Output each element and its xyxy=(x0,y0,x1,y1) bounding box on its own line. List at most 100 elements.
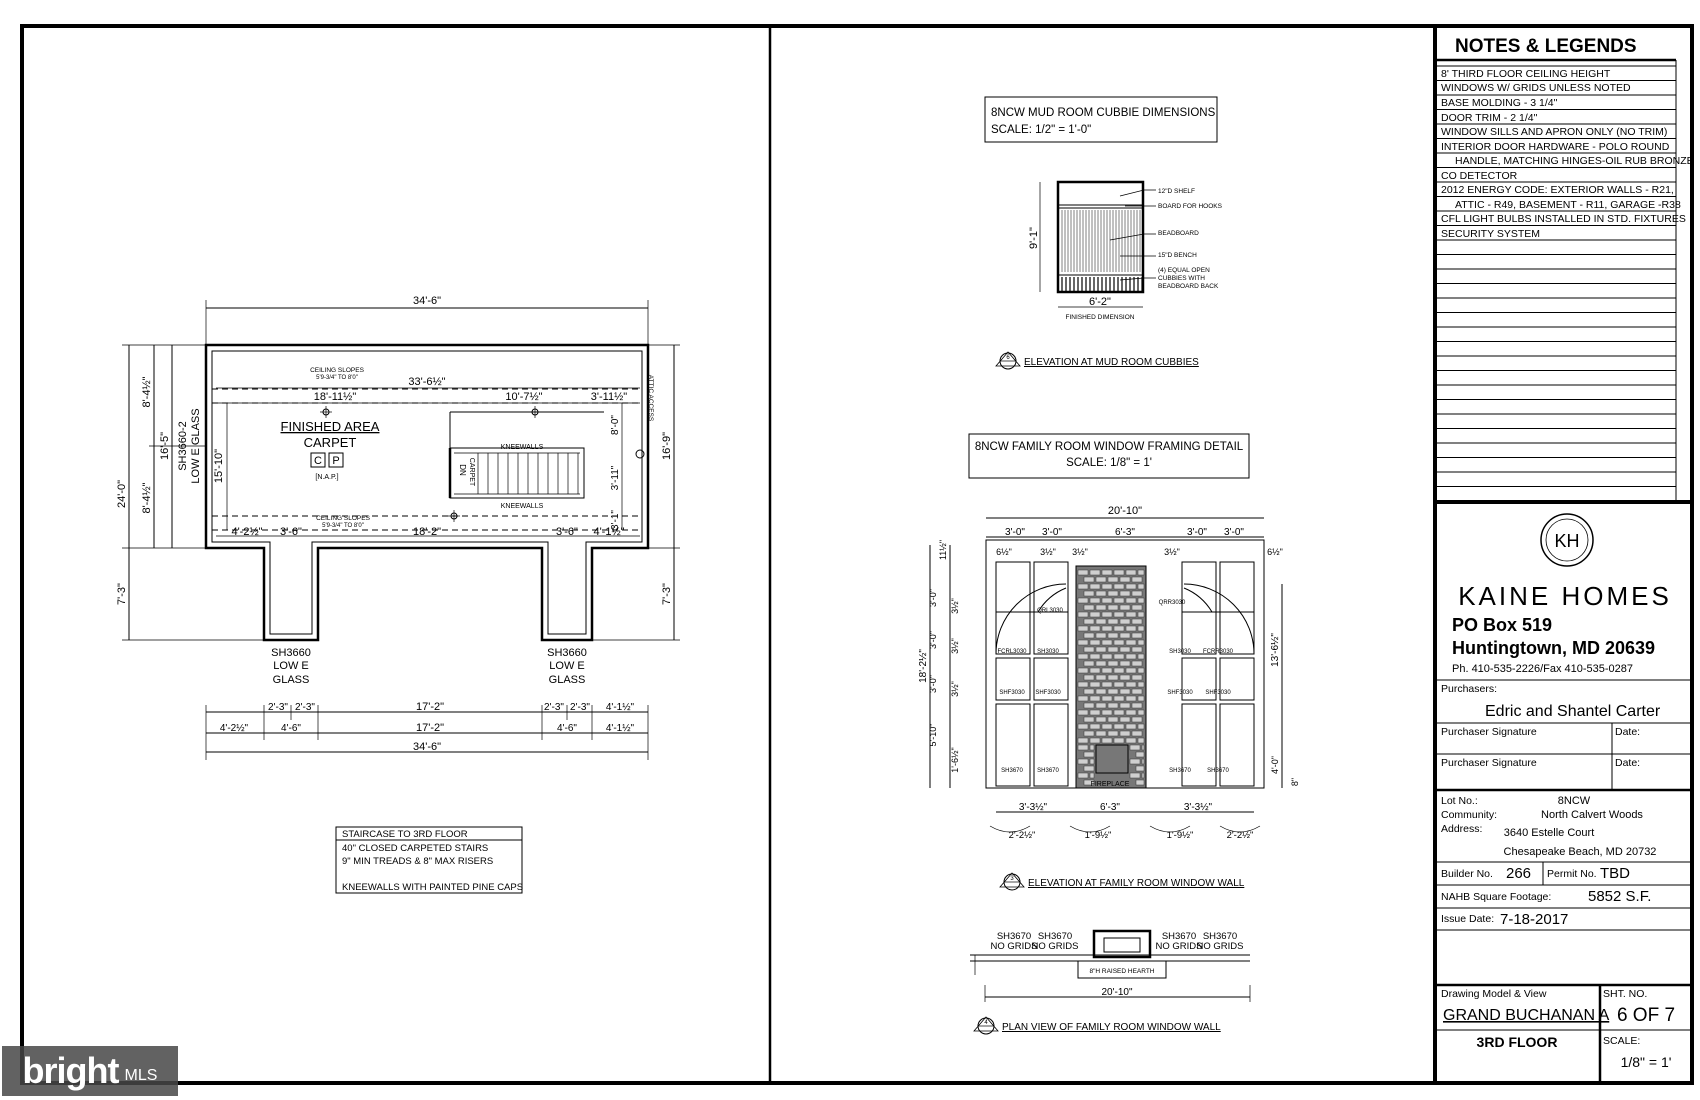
family-top-dim: 3'-0" xyxy=(1224,527,1244,538)
dim-e: 4'-1½" xyxy=(606,723,635,734)
lot-label: Lot No.: xyxy=(1441,795,1478,807)
family-sub-dim: 3½" xyxy=(1072,547,1088,557)
notes-title: NOTES & LEGENDS xyxy=(1455,36,1637,57)
dim-a: 18'-11½" xyxy=(314,391,357,403)
family-left-dim: 11½" xyxy=(938,540,948,560)
family-sub-dim: 3½" xyxy=(1164,547,1180,557)
note-item: WINDOW SILLS AND APRON ONLY (NO TRIM) xyxy=(1441,126,1667,138)
family-left-dim: 3½" xyxy=(950,598,960,614)
family-left-dim: 3½" xyxy=(950,638,960,654)
dim-e: 4'-6" xyxy=(281,723,301,734)
family-room-title: 8NCW FAMILY ROOM WINDOW FRAMING DETAIL xyxy=(975,441,1244,453)
nahb-value: 5852 S.F. xyxy=(1588,888,1651,905)
dim-b1: 4'-2½" xyxy=(231,526,262,538)
plan-window-label: SH3670 xyxy=(1203,931,1237,942)
dim-b2: 3'-6" xyxy=(280,526,302,538)
window-sh-label: SH3660 xyxy=(271,647,311,659)
plan-window-label: SH3670 xyxy=(1162,931,1196,942)
drawing-model-label: Drawing Model & View xyxy=(1441,988,1547,1000)
family-left-height: 18'-2½" xyxy=(918,649,929,683)
window-label: FCRL3030 xyxy=(997,649,1027,655)
builder-value: 266 xyxy=(1506,865,1531,882)
window-sh-label: GLASS xyxy=(549,674,586,686)
notes-legends: NOTES & LEGENDS 8' THIRD FLOOR CEILING H… xyxy=(1435,36,1694,500)
cubbie-elevation xyxy=(1056,180,1145,294)
family-left-dim: 3½" xyxy=(950,681,960,697)
family-left-dim: 3'-0" xyxy=(928,675,938,693)
firebox-label: FIREPLACE xyxy=(1091,781,1130,788)
family-overall-dim: 20'-10" xyxy=(1108,505,1142,517)
window-label: QRL3030 xyxy=(1037,608,1063,614)
dim-3-11: 3'-11" xyxy=(610,465,621,490)
window-label: SHF3030 xyxy=(999,690,1025,696)
window-left-label: LOW E GLASS xyxy=(190,408,202,483)
window-label: SH3670 xyxy=(1037,768,1059,774)
family-bottom-dim2: 2'-2½" xyxy=(1009,830,1036,841)
window-sh-label: LOW E xyxy=(549,660,584,672)
dim-7-3: 7'-3" xyxy=(116,583,128,605)
note-item: WINDOWS W/ GRIDS UNLESS NOTED xyxy=(1441,82,1631,94)
ceiling-slopes-sub: 5'9-3/4" TO 8'0" xyxy=(322,523,364,529)
family-top-dim: 3'-0" xyxy=(1005,527,1025,538)
note-item: DOOR TRIM - 2 1/4" xyxy=(1441,112,1538,124)
cubbie-height-dim: 9'-1" xyxy=(1028,227,1040,249)
family-right-dim: 4'-0" xyxy=(1270,756,1280,774)
purchaser-signature-label: Purchaser Signature xyxy=(1441,757,1537,769)
ceiling-slopes-label: CEILING SLOPES xyxy=(310,367,364,374)
note-item: 8' THIRD FLOOR CEILING HEIGHT xyxy=(1441,68,1611,80)
plan-window-label: NO GRIDS xyxy=(1156,941,1203,952)
nahb-label: NAHB Square Footage: xyxy=(1441,891,1551,903)
scale-value: 1/8" = 1' xyxy=(1621,1054,1672,1070)
note-item: HANDLE, MATCHING HINGES-OIL RUB BRONZE xyxy=(1455,155,1694,167)
family-bottom-dim2: 1'-9½" xyxy=(1085,830,1112,841)
cubbie-note: (4) EQUAL OPEN xyxy=(1158,267,1210,274)
date-label: Date: xyxy=(1615,757,1640,769)
nap-label: [N.A.P.] xyxy=(315,474,338,481)
address-line-1: 3640 Estelle Court xyxy=(1504,827,1595,839)
family-sub-dim: 6½" xyxy=(1267,547,1283,557)
dim-top: 34'-6" xyxy=(413,295,441,307)
firebox xyxy=(1095,744,1129,774)
window-label: SH3030 xyxy=(1169,649,1191,655)
dim-c: 3'-11½" xyxy=(591,391,627,403)
mud-room-elevation-label: ELEVATION AT MUD ROOM CUBBIES xyxy=(1024,357,1199,368)
stair-note-line: 9" MIN TREADS & 8" MAX RISERS xyxy=(342,856,493,867)
window-label: SHF3030 xyxy=(1205,690,1231,696)
window-label: SHF3030 xyxy=(1035,690,1061,696)
elevation-number: 3 xyxy=(1010,876,1014,882)
family-bottom-dim2: 1'-9½" xyxy=(1167,830,1194,841)
dim-b3: 18'-2" xyxy=(413,526,441,538)
elevation-number: 6 xyxy=(1006,355,1010,361)
family-top-dim: 6'-3" xyxy=(1115,527,1135,538)
elevation-marker-icon: 3 xyxy=(999,872,1025,891)
family-bottom-dim: 3'-3½" xyxy=(1184,802,1213,813)
company-name: KAINE HOMES xyxy=(1458,581,1672,611)
elevation-number: 4 xyxy=(984,1020,988,1026)
sheet-border xyxy=(20,24,1694,1085)
window-label: SH3670 xyxy=(1001,768,1023,774)
plan-view-dim: 20'-10" xyxy=(1101,987,1132,998)
window-label: QRR3030 xyxy=(1159,600,1186,606)
permit-label: Permit No. xyxy=(1547,868,1597,880)
family-room-detail: 8NCW FAMILY ROOM WINDOW FRAMING DETAIL S… xyxy=(918,433,1300,891)
family-top-dim: 3'-0" xyxy=(1042,527,1062,538)
window-label: SH3670 xyxy=(1207,768,1229,774)
drawing-view-value: 3RD FLOOR xyxy=(1477,1034,1558,1050)
company-po-box: PO Box 519 xyxy=(1452,615,1552,635)
sheet-no-value: 6 OF 7 xyxy=(1617,1005,1675,1026)
family-left-dim: 5'-10" xyxy=(928,724,938,747)
light-fixture-icon xyxy=(320,406,332,418)
cubbie-note: BEADBOARD BACK xyxy=(1158,283,1219,290)
ceiling-slopes-sub: 5'9-3/4" TO 8'0" xyxy=(316,375,358,381)
community-label: Community: xyxy=(1441,809,1497,821)
hearth-outline xyxy=(1092,929,1152,959)
mls-logo-text: MLS xyxy=(124,1067,158,1084)
plan-window-label: SH3670 xyxy=(1038,931,1072,942)
cubbie-note: BEADBOARD xyxy=(1158,230,1199,237)
light-fixture-icon xyxy=(448,510,460,522)
family-sub-dim: 3½" xyxy=(1040,547,1056,557)
stair-note-line: KNEEWALLS WITH PAINTED PINE CAPS xyxy=(342,882,523,893)
mud-room-title: 8NCW MUD ROOM CUBBIE DIMENSIONS xyxy=(991,107,1216,119)
stair-carpet-label: CARPET xyxy=(468,458,475,487)
mud-room-scale: SCALE: 1/2" = 1'-0" xyxy=(991,124,1091,136)
